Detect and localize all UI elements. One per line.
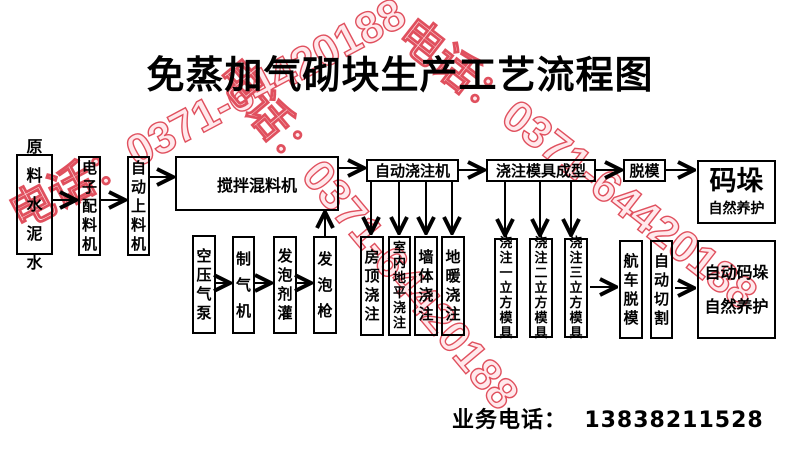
node-air-pump: 空压气泵 <box>192 235 216 334</box>
business-phone: 业务电话： 13838211528 <box>452 408 764 433</box>
natural-curing-label: 自然养护 <box>704 296 769 316</box>
node-mold-1: 浇注一立方模具 <box>494 236 518 341</box>
node-feeder: 自动上料机 <box>127 156 150 256</box>
node-heating-pouring: 地暖浇注 <box>441 236 465 336</box>
node-foam-gun: 发泡枪 <box>313 236 337 334</box>
node-mold-forming: 浇注模具成型 <box>486 159 596 182</box>
node-gas-maker: 制气机 <box>232 236 255 334</box>
node-mold-3: 浇注三立方模具 <box>564 236 588 341</box>
node-floor-pouring: 室内地平浇注 <box>388 236 411 336</box>
node-wall-pouring: 墙体浇注 <box>414 236 438 336</box>
stacking-title: 码垛 <box>709 166 764 197</box>
page-title: 免蒸加气砌块生产工艺流程图 <box>146 53 654 97</box>
node-mold-2: 浇注二立方模具 <box>529 236 553 341</box>
node-crane-demold: 航车脱模 <box>619 240 643 339</box>
stacking-subtitle: 自然养护 <box>708 201 765 217</box>
node-demold: 脱模 <box>623 159 666 182</box>
node-foam-tank: 发泡剂灌 <box>273 236 297 334</box>
node-batcher: 电子配料机 <box>78 156 101 256</box>
node-roof-pouring: 房顶浇注 <box>360 236 384 336</box>
node-auto-stacking: 自动码垛 自然养护 <box>697 240 776 339</box>
auto-stacking-label: 自动码垛 <box>704 262 769 282</box>
node-raw-materials: 原料水泥水 <box>16 137 53 272</box>
node-auto-cutting: 自动切割 <box>650 240 673 339</box>
node-stacking: 码垛 自然养护 <box>697 160 776 224</box>
node-pouring-machine: 自动浇注机 <box>366 159 459 182</box>
node-mixer: 搅拌混料机 <box>175 156 339 211</box>
